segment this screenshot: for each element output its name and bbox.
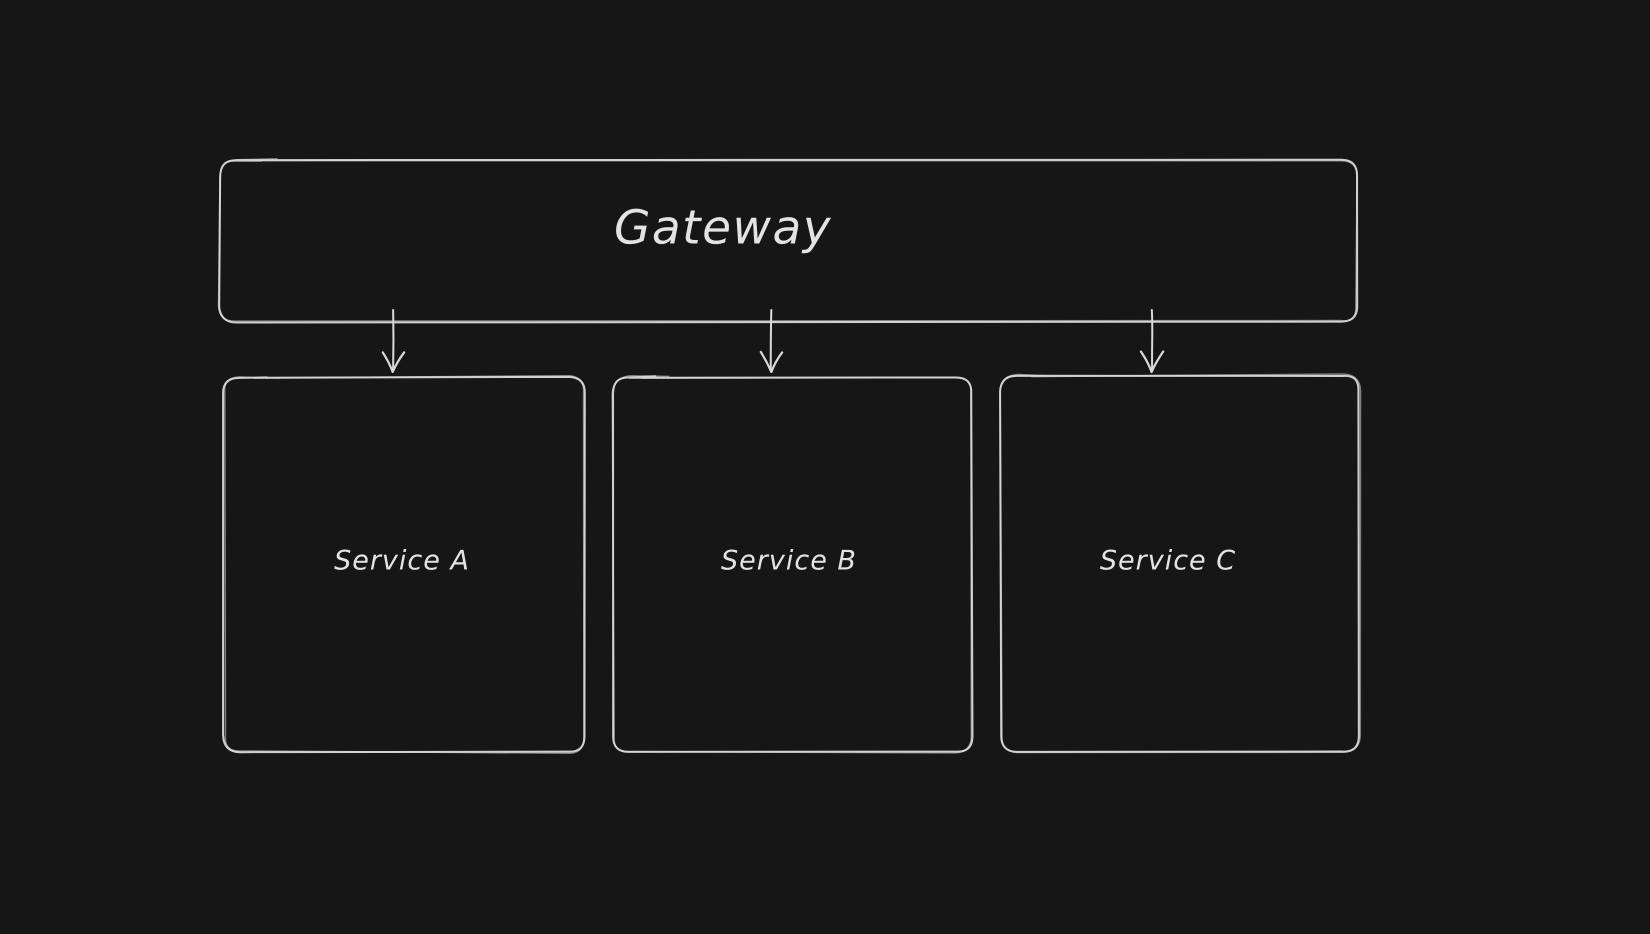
edge-gateway-to-service-a[interactable] [381,309,406,374]
node-label-service-a: Service A [334,545,470,577]
node-service-a[interactable] [222,374,586,754]
node-outline-sketch-service-a [223,374,585,754]
nodes-layer [217,158,1362,754]
node-service-c[interactable] [999,373,1362,754]
node-hit-service-b[interactable] [613,377,972,752]
edge-arrowhead-gateway-to-service-a [381,351,406,374]
node-hit-service-a[interactable] [224,377,585,752]
node-label-gateway: Gateway [613,200,833,256]
node-hit-service-c[interactable] [1001,375,1359,752]
edge-line-gateway-to-service-b [769,309,773,372]
node-gateway[interactable] [217,158,1359,324]
node-service-b[interactable] [611,375,974,754]
node-label-service-b: Service B [721,545,857,577]
node-hit-gateway[interactable] [220,160,1357,322]
edges-layer [381,309,1165,374]
node-outline-sketch-service-b [611,375,973,754]
node-outline-sketch-gateway [217,158,1358,322]
edge-arrowhead-gateway-to-service-b [759,350,784,374]
node-outline-sketch-service-c [999,373,1362,754]
node-label-service-c: Service C [1099,545,1237,577]
edge-gateway-to-service-c[interactable] [1139,309,1165,374]
edge-gateway-to-service-b[interactable] [759,309,784,374]
edge-arrowhead-gateway-to-service-c [1139,350,1165,374]
